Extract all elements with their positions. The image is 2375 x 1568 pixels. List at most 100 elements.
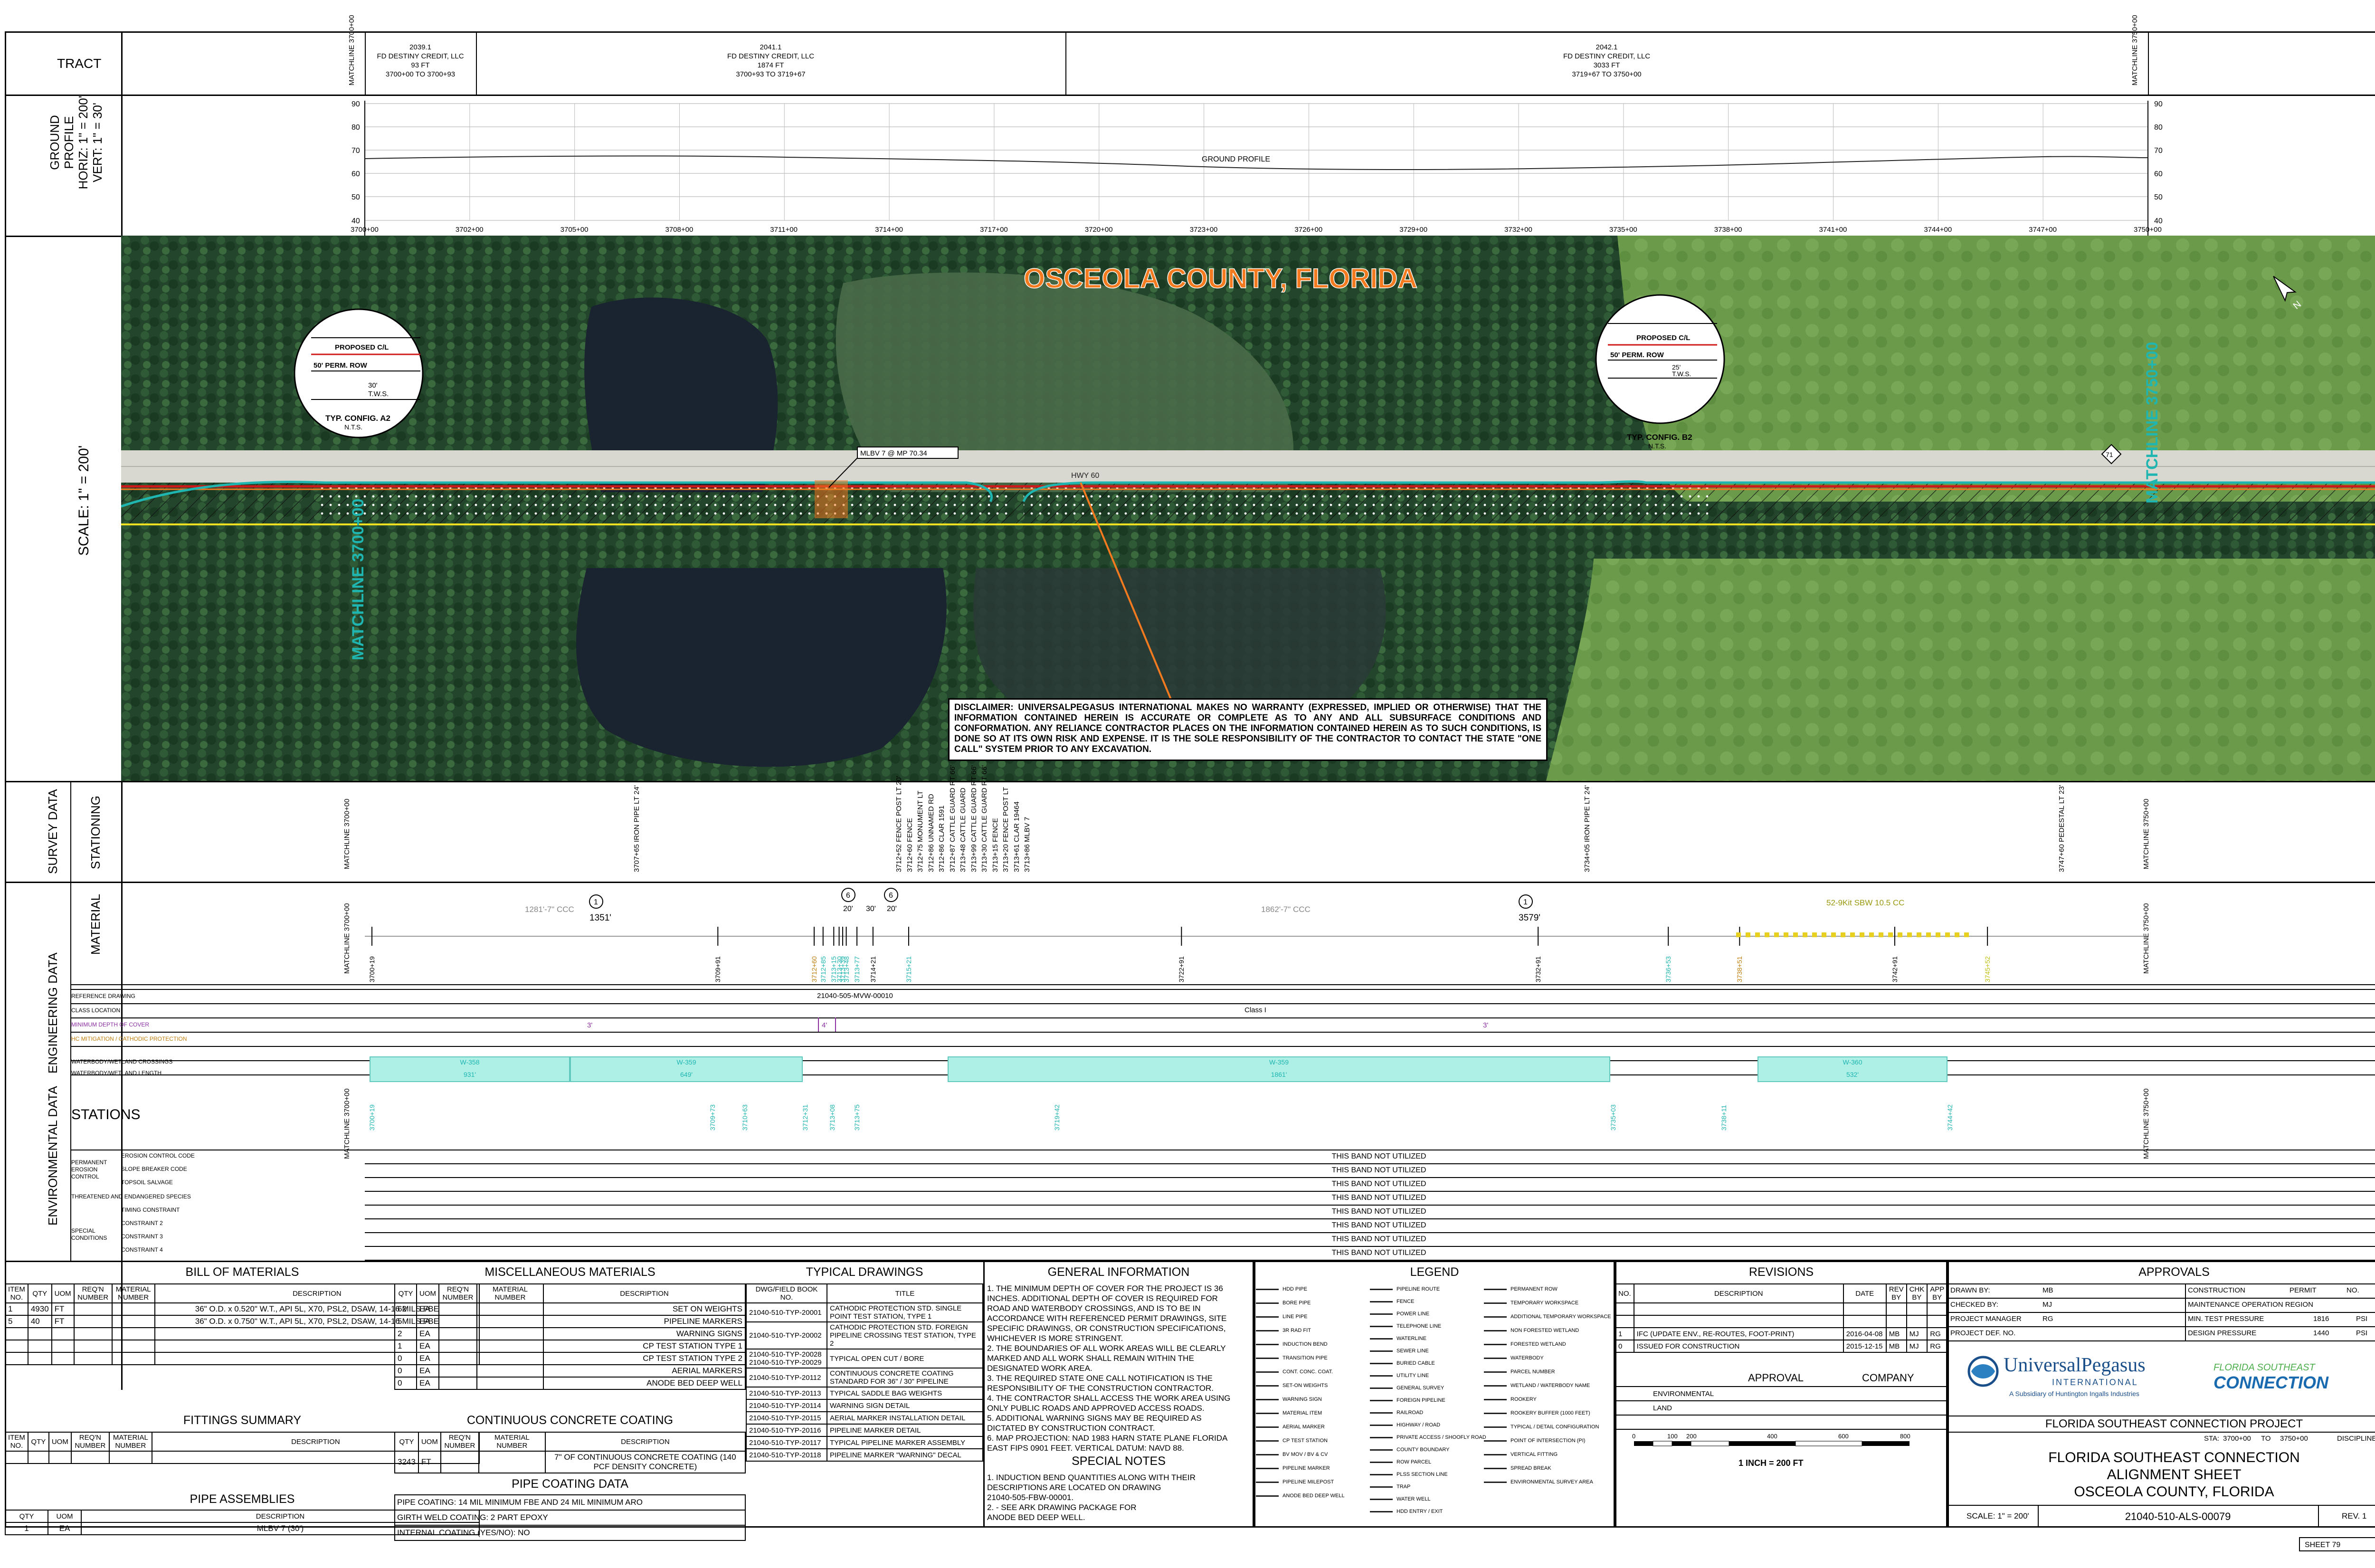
legend-item: PARCEL NUMBER: [1510, 1369, 1555, 1375]
revisions-title: REVISIONS: [1748, 1265, 1814, 1279]
env-station: 3710+63: [741, 1104, 749, 1131]
engineering-data-label: ENGINEERING DATA: [46, 952, 60, 1074]
pm-label: PROJECT MANAGER: [1950, 1315, 2022, 1323]
sta-from: 3700+00: [2223, 1435, 2251, 1443]
svg-text:20': 20': [887, 905, 897, 913]
disclaimer-text: DISCLAIMER: UNIVERSALPEGASUS INTERNATION…: [954, 703, 1541, 754]
svg-text:100: 100: [1667, 1433, 1678, 1440]
general-title: GENERAL INFORMATION: [1047, 1265, 1190, 1279]
legend-item: PRIVATE ACCESS / SHOOFLY ROAD: [1396, 1435, 1486, 1440]
hc-mitigation-label: HC MITIGATION / CATHODIC PROTECTION: [71, 1036, 187, 1042]
sheet-number: SHEET 79: [2299, 1537, 2375, 1551]
permanent-erosion-label: PERMANENT EROSION CONTROL: [71, 1159, 107, 1180]
approval-header: APPROVAL: [1748, 1372, 1804, 1384]
general-notes: 1. THE MINIMUM DEPTH OF COVER FOR THE PR…: [987, 1284, 1231, 1453]
erosion-control-code-label: EROSION CONTROL CODE: [121, 1152, 195, 1159]
material-station: 3713+77: [853, 956, 861, 982]
not-utilized-band: THIS BAND NOT UTILIZED: [365, 1246, 2375, 1261]
profile-x-tick: 3705+00: [560, 226, 589, 234]
graphic-scale: 0 100 200 400 600 800 1 INCH = 200 FT: [1632, 1433, 1910, 1468]
legend-item: VERTICAL FITTING: [1510, 1452, 1558, 1457]
hwy-label: HWY 60: [1071, 472, 1099, 480]
env-station: 3700+19: [368, 1104, 376, 1131]
env-station: 3713+75: [853, 1104, 861, 1131]
legend-item: PERMANENT ROW: [1510, 1286, 1558, 1292]
coating-title: PIPE COATING DATA: [512, 1477, 628, 1491]
material-length-2: 3579': [1519, 913, 1540, 923]
timing-label: TIMING CONSTRAINT: [121, 1207, 180, 1213]
svg-text:N.T.S.: N.T.S.: [1648, 442, 1666, 450]
survey-callout: 3713+48 CATTLE GUARD: [959, 788, 968, 872]
env-station: 3713+08: [828, 1104, 836, 1131]
drawn-by-value: MB: [2042, 1286, 2053, 1294]
profile-x-tick: 3738+00: [1714, 226, 1742, 234]
sta-label: STA:: [2204, 1435, 2220, 1443]
fittings-title: FITTINGS SUMMARY: [183, 1414, 302, 1427]
tract-band: [5, 31, 2375, 96]
profile-x-tick: 3702+00: [456, 226, 484, 234]
svg-text:N.T.S.: N.T.S.: [344, 423, 362, 431]
pegasus-logo-icon: [1967, 1356, 1999, 1387]
env-station: 3719+42: [1053, 1104, 1061, 1131]
constraint2-label: CONSTRAINT 2: [121, 1220, 163, 1226]
legend-item: 3R RAD FIT: [1282, 1328, 1311, 1333]
material-station: 3742+91: [1890, 956, 1899, 982]
checked-by-value: MJ: [2042, 1301, 2052, 1309]
discipline: DISCIPLINE#: 03: [2337, 1435, 2375, 1443]
ccc-title: CONTINUOUS CONCRETE COATING: [466, 1414, 674, 1427]
survey-callout: 3712+52 FENCE POST LT 20': [895, 776, 903, 872]
survey-callout: 3713+15 FENCE: [991, 818, 999, 872]
legend-item: WATER WELL: [1396, 1496, 1431, 1502]
profile-x-tick: 3720+00: [1085, 226, 1113, 234]
not-utilized-band: THIS BAND NOT UTILIZED: [365, 1205, 2375, 1219]
material-length-1: 1351': [589, 913, 611, 923]
sheet-title-2: ALIGNMENT SHEET: [2107, 1467, 2242, 1482]
universal-pegasus-logo: UniversalPegasus INTERNATIONAL A Subsidi…: [1966, 1350, 2180, 1402]
topsoil-label: TOPSOIL SALVAGE: [121, 1179, 173, 1186]
pm-value: RG: [2042, 1315, 2053, 1323]
legend-item: UTILITY LINE: [1396, 1373, 1429, 1378]
legend-item: TRAP: [1396, 1484, 1411, 1490]
plan-scale-label: SCALE: 1" = 200': [76, 445, 92, 556]
fsc-logo: FLORIDA SOUTHEAST CONNECTION: [2214, 1362, 2328, 1392]
legend-item: SEWER LINE: [1396, 1348, 1429, 1354]
sta-to-label: TO: [2261, 1435, 2271, 1443]
survey-callout: 3734+05 IRON PIPE LT 24': [1583, 785, 1592, 872]
legend-item: WATERLINE: [1396, 1336, 1426, 1341]
svg-text:1: 1: [1523, 898, 1528, 906]
typical-config-b2: PROPOSED C/L 50' PERM. ROW 25' T.W.S. TY…: [1595, 294, 1725, 450]
legend-title: LEGEND: [1410, 1265, 1459, 1279]
test-pressure-label: MIN. TEST PRESSURE: [2188, 1315, 2264, 1323]
legend-item: COUNTY BOUNDARY: [1396, 1447, 1450, 1453]
env-station: 3735+03: [1609, 1104, 1617, 1131]
checked-by-label: CHECKED BY:: [1950, 1301, 1998, 1309]
waterbody-crossings-label: WATERBODY/WETLAND CROSSINGS: [71, 1058, 173, 1065]
svg-text:70: 70: [2154, 147, 2163, 155]
typical-title: TYPICAL DRAWINGS: [806, 1265, 923, 1279]
material-segment-1: 1281'-7" CCC: [525, 905, 574, 914]
survey-matchline-left: MATCHLINE 3700+00: [343, 798, 351, 869]
not-utilized-band: THIS BAND NOT UTILIZED: [365, 1218, 2375, 1233]
bom-title: BILL OF MATERIALS: [185, 1265, 299, 1279]
sheet-title-3: OSCEOLA COUNTY, FLORIDA: [2074, 1484, 2274, 1500]
material-station: 3709+91: [714, 956, 722, 982]
material-station: 3712+85: [819, 956, 827, 982]
svg-text:6: 6: [846, 892, 850, 900]
profile-x-tick: 3732+00: [1504, 226, 1532, 234]
legend-item: FORESTED WETLAND: [1510, 1341, 1566, 1347]
legend-item: PIPELINE MARKER: [1282, 1465, 1330, 1471]
env-matchline-right: MATCHLINE 3750+00: [2142, 1088, 2150, 1159]
design-pressure-unit: PSI: [2356, 1329, 2368, 1337]
profile-x-tick: 3726+00: [1294, 226, 1322, 234]
env-station: 3712+31: [801, 1104, 809, 1131]
legend-item: BURIED CABLE: [1396, 1360, 1435, 1366]
survey-callout: 3712+87 CATTLE GUARD RT 66': [948, 765, 957, 872]
